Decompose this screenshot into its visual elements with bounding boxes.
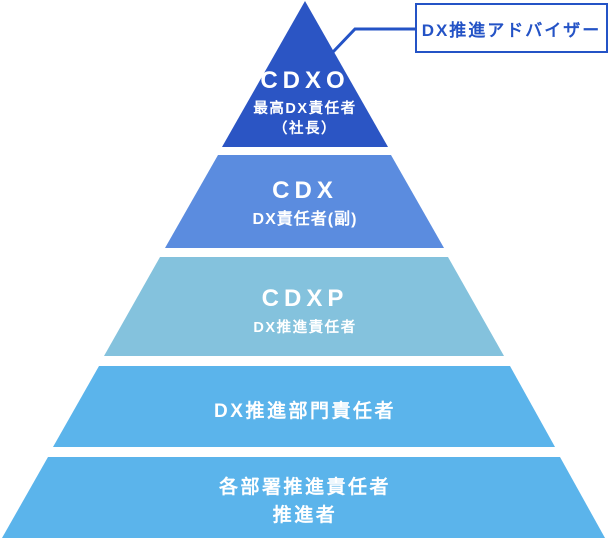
pyramid-level-4-shape (53, 366, 555, 447)
pyramid-level-2-shape (165, 155, 444, 248)
callout-connector-line (331, 27, 415, 54)
dx-advisor-callout-label: DX推進アドバイザー (421, 20, 602, 40)
level-1-title: CDXO (260, 67, 349, 94)
level-4-title: DX推進部門責任者 (214, 399, 396, 422)
pyramid-level-5-shape (2, 457, 605, 538)
level-5-title: 各部署推進責任者 (218, 475, 391, 498)
level-1-subtitle: 最高DX責任者 (253, 99, 356, 117)
level-3-subtitle: DX推進責任者 (253, 318, 356, 336)
level-5-subtitle: 推進者 (273, 503, 338, 526)
level-2-title: CDX (272, 177, 338, 204)
level-3-title: CDXP (262, 285, 349, 312)
pyramid-level-3-shape (104, 257, 504, 356)
level-1-subtitle-2: （社長） (273, 119, 337, 137)
pyramid-level-1-shape (222, 1, 388, 147)
level-2-subtitle: DX責任者(副) (253, 209, 358, 228)
dx-advisor-callout: DX推進アドバイザー (415, 3, 608, 53)
